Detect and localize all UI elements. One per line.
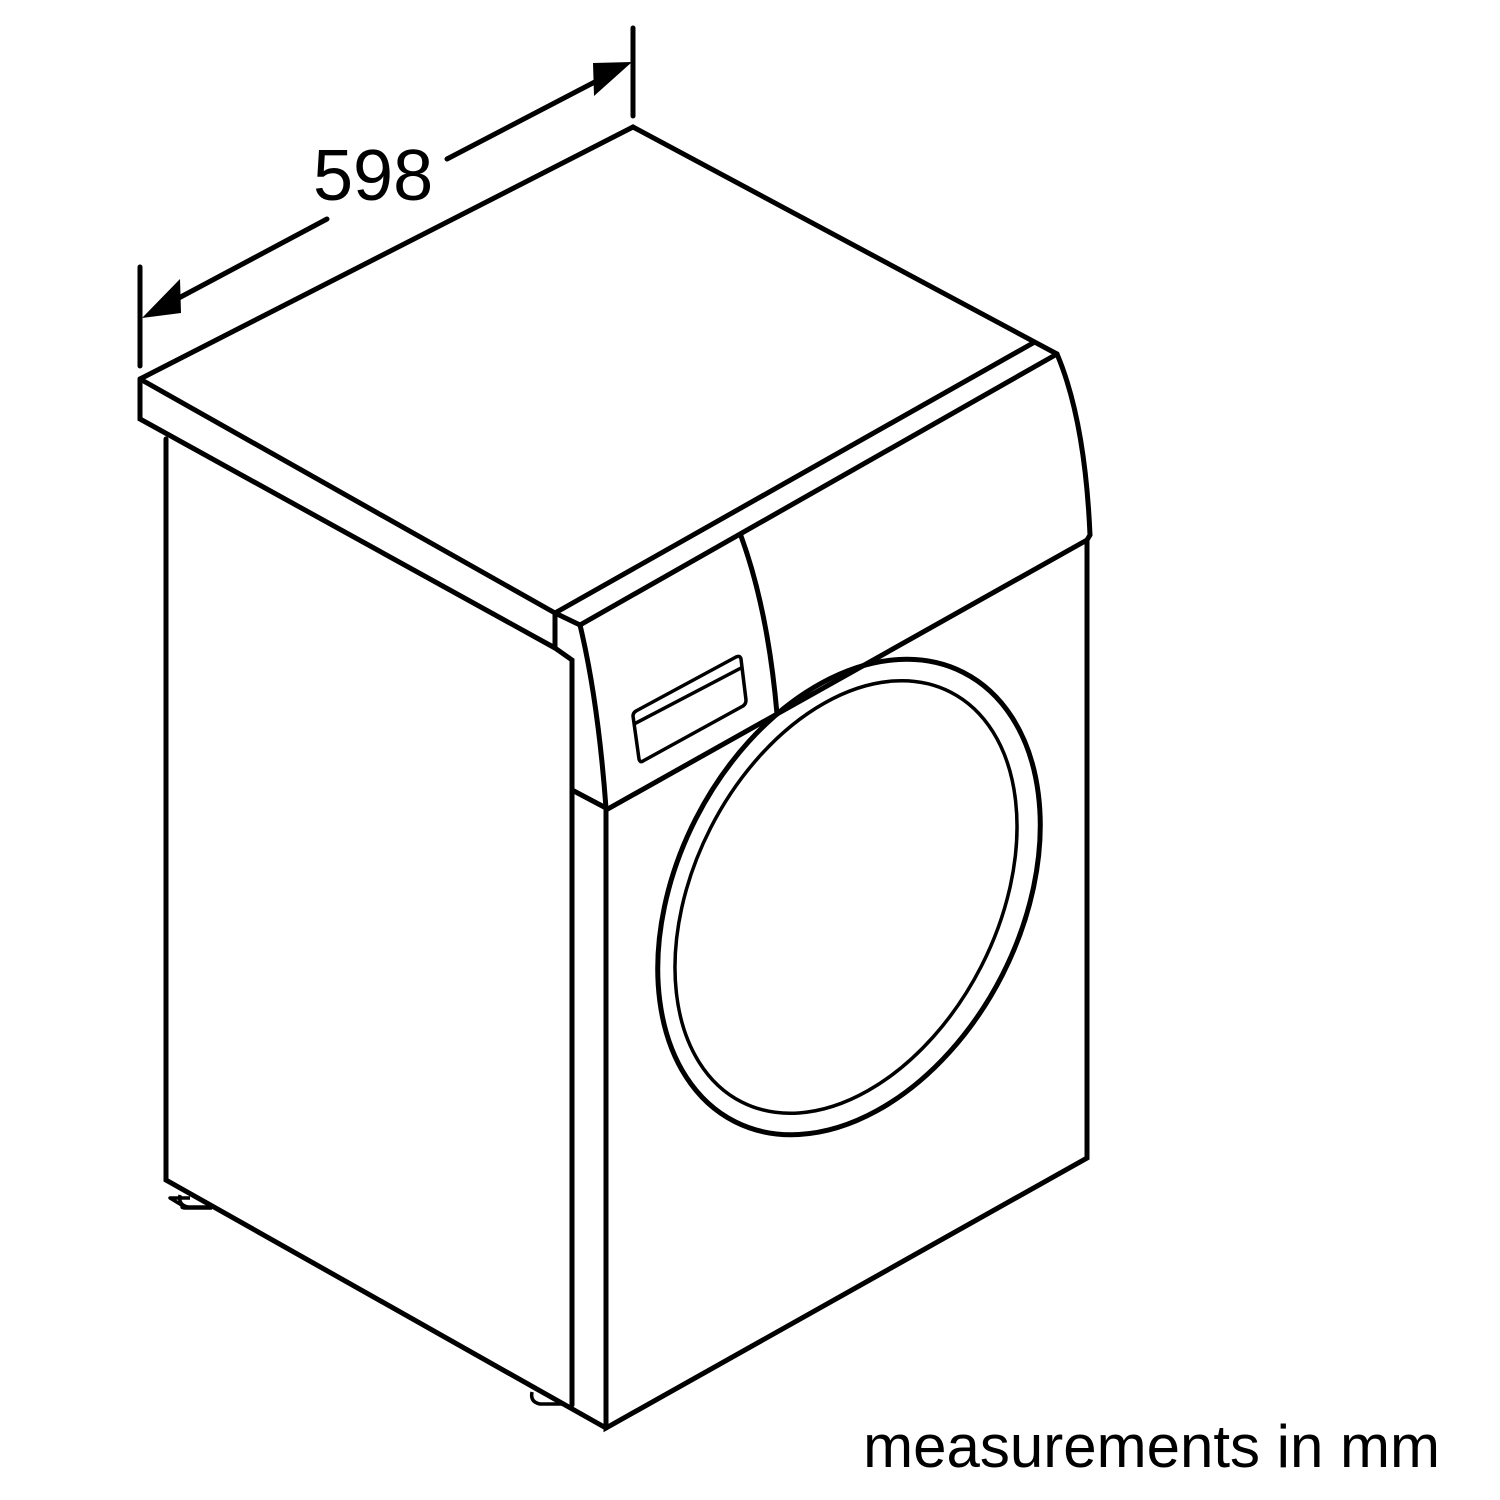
width-dimension: 598 [137, 25, 636, 369]
top-left-front-edge [137, 376, 558, 616]
side-panel-step [569, 787, 609, 811]
top-corner-edge [552, 610, 583, 628]
control-panel-left-curve [577, 622, 609, 811]
door-outer-ring [655, 656, 1043, 1138]
door [655, 656, 1043, 1138]
top-back-edges [137, 124, 1060, 382]
dimension-line-right [444, 70, 615, 162]
side-panel-outline [163, 436, 609, 1431]
foot-back-icon [177, 1194, 210, 1209]
display-outline [631, 654, 748, 764]
top-panel [137, 124, 1060, 651]
foot-front-icon [529, 1391, 562, 1406]
arrowhead-left-icon [142, 279, 181, 318]
control-panel-divider [738, 533, 780, 717]
top-front-edge [552, 340, 1036, 616]
control-panel-bottom-edge [603, 537, 1090, 813]
panel-top-edge [577, 351, 1060, 628]
top-lip-left [137, 376, 558, 651]
front-panel [577, 351, 1093, 1433]
side-panel [163, 436, 609, 1431]
dimension-value: 598 [313, 136, 433, 216]
display-inner-line [633, 666, 742, 726]
door-inner-ring [673, 679, 1019, 1115]
arrowhead-right-icon [593, 62, 632, 96]
side-panel-front-edge [552, 645, 575, 1408]
dimension-line-left [157, 216, 330, 311]
units-caption: measurements in mm [863, 1413, 1440, 1480]
front-panel-outline [603, 351, 1093, 1433]
display-window [631, 654, 748, 764]
